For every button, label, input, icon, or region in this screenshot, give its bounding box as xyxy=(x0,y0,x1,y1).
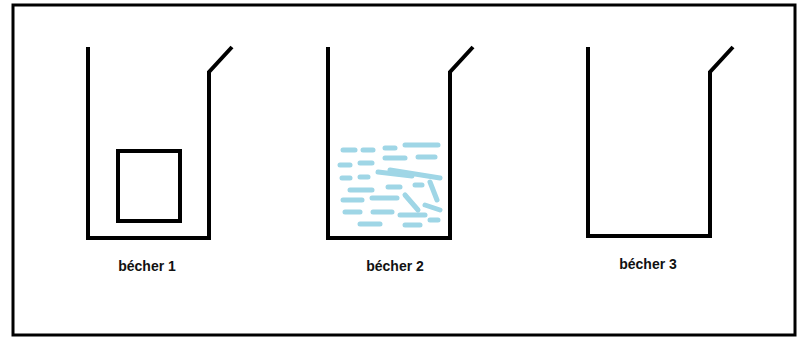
beaker-outline xyxy=(88,47,232,238)
liquid-dash xyxy=(373,210,392,215)
liquid-particles xyxy=(340,145,440,225)
liquid-dash xyxy=(372,196,397,201)
liquid-dash xyxy=(385,146,395,151)
liquid-dash xyxy=(415,183,422,188)
liquid-dash xyxy=(418,155,435,160)
frame-border xyxy=(13,5,795,335)
liquid-dash xyxy=(390,170,440,178)
liquid-dash xyxy=(360,175,368,180)
liquid-dash xyxy=(430,182,437,200)
liquid-dash xyxy=(430,218,438,223)
liquid-dash xyxy=(340,163,350,168)
liquid-dash xyxy=(342,176,350,181)
liquid-dash xyxy=(360,222,380,227)
liquid-dash xyxy=(425,205,440,210)
beaker-label: bécher 1 xyxy=(118,258,176,274)
liquid-dash xyxy=(350,188,372,193)
liquid-dash xyxy=(343,148,355,153)
liquid-dash xyxy=(388,185,400,190)
liquid-dash xyxy=(343,198,362,203)
liquid-dash xyxy=(405,143,438,148)
beaker-label: bécher 3 xyxy=(619,256,677,272)
liquid-dash xyxy=(385,156,405,161)
liquid-dash xyxy=(363,148,373,153)
liquid-dash xyxy=(405,195,418,210)
beaker-label: bécher 2 xyxy=(366,258,424,274)
beaker-outline xyxy=(588,47,733,236)
solid-cube xyxy=(118,151,180,221)
liquid-dash xyxy=(400,213,425,218)
liquid-dash xyxy=(360,161,372,166)
liquid-dash xyxy=(405,223,420,228)
beaker-outline xyxy=(328,47,473,238)
liquid-dash xyxy=(345,210,360,215)
